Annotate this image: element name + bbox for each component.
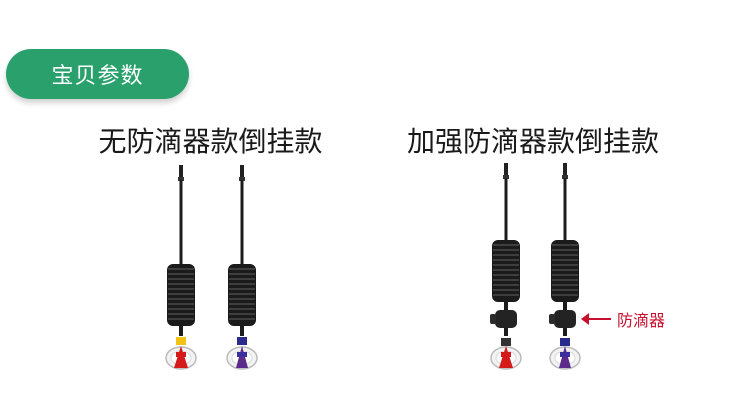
section-badge: 宝贝参数	[6, 49, 189, 99]
sprayer-yellow-red	[165, 165, 197, 370]
sprayer-anti-drip-blue	[549, 163, 581, 370]
variant-title-reinforced: 加强防滴器款倒挂款	[406, 126, 659, 157]
arrow-left-icon	[581, 313, 611, 325]
section-badge-label: 宝贝参数	[51, 63, 144, 88]
sprayer-blue-purple	[226, 165, 258, 370]
sprayer-anti-drip-red	[490, 163, 522, 370]
anti-drip-label: 防滴器	[617, 313, 666, 330]
variant-title-standard: 无防滴器款倒挂款	[98, 126, 323, 157]
anti-drip-callout: 防滴器	[581, 307, 666, 331]
